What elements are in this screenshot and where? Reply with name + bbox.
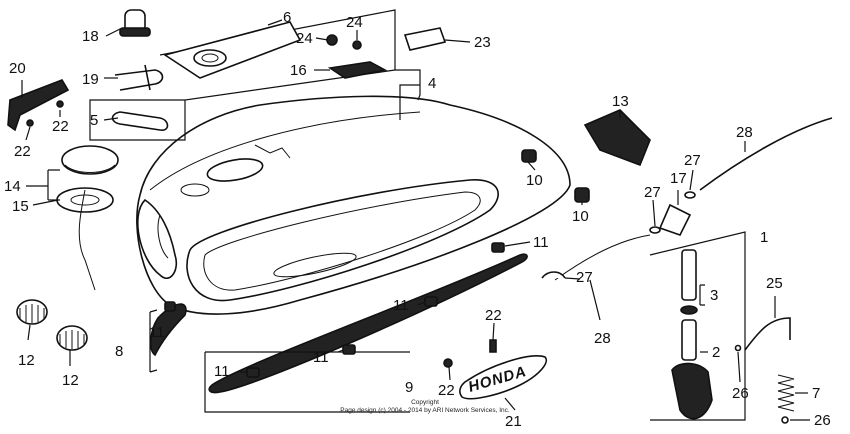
leader-4 — [89, 9, 421, 141]
mount-bracket — [7, 79, 70, 132]
grommet-11-c — [342, 344, 356, 355]
cushion-10-b — [574, 187, 590, 203]
decal-sheet — [403, 27, 447, 51]
leader-4b — [399, 84, 421, 120]
label-22-c: 22 — [485, 307, 502, 324]
clip-27-b — [649, 226, 661, 234]
label-11-b: 11 — [393, 297, 409, 314]
leader-lines — [21, 19, 810, 421]
label-1: 1 — [760, 229, 768, 246]
knee-trim-left — [149, 303, 187, 373]
filler-cap — [47, 145, 119, 291]
cushion-10-a — [521, 149, 537, 163]
copyright-line-1: Copyright — [411, 399, 439, 406]
part-labels: 18 6 24 24 23 16 4 20 19 22 5 22 14 15 1… — [4, 9, 831, 430]
label-19: 19 — [82, 71, 99, 88]
label-24-b: 24 — [296, 30, 313, 47]
label-11-e: 11 — [149, 324, 165, 341]
honda-emblem: HONDA — [459, 355, 547, 400]
cushion-12-a — [16, 299, 48, 325]
bolt-22-d — [443, 358, 453, 368]
label-10-a: 10 — [526, 172, 543, 189]
label-6: 6 — [283, 9, 291, 26]
nut-24-b — [352, 40, 362, 50]
label-12-a: 12 — [18, 352, 35, 369]
label-15: 15 — [12, 198, 29, 215]
label-13: 13 — [612, 93, 629, 110]
fuel-tank — [136, 95, 571, 315]
label-22-b: 22 — [14, 143, 31, 160]
label-20: 20 — [9, 60, 26, 77]
label-27-c: 27 — [576, 269, 593, 286]
bolt-22-b — [26, 119, 34, 127]
grommet-11-a — [491, 242, 505, 253]
clip-26-a — [734, 344, 742, 352]
label-26-b: 26 — [814, 412, 831, 429]
label-22-d: 22 — [438, 382, 455, 399]
spring — [777, 374, 795, 412]
label-11-a: 11 — [533, 234, 549, 251]
fuel-tube-28-b — [554, 234, 651, 281]
label-5: 5 — [90, 112, 98, 129]
label-11-c: 11 — [313, 349, 329, 366]
label-12-b: 12 — [62, 372, 79, 389]
label-26-a: 26 — [732, 385, 749, 402]
grommet-11-e — [164, 301, 176, 312]
label-7: 7 — [812, 385, 820, 402]
copyright-line-2: Page design (c) 2004 - 2014 by ARI Netwo… — [340, 407, 510, 414]
label-28-a: 28 — [736, 124, 753, 141]
clip-26-b — [781, 416, 789, 424]
label-11-d: 11 — [214, 363, 230, 380]
label-16: 16 — [290, 62, 307, 79]
label-22-a: 22 — [52, 118, 69, 135]
label-10-b: 10 — [572, 208, 589, 225]
label-18: 18 — [82, 28, 99, 45]
grommet-11-b — [424, 296, 438, 307]
label-3: 3 — [710, 287, 718, 304]
label-17: 17 — [670, 170, 687, 187]
label-9: 9 — [405, 379, 413, 396]
key — [111, 111, 169, 131]
tank-band — [327, 61, 388, 79]
bolt-22-c — [489, 339, 497, 353]
label-27-a: 27 — [684, 152, 701, 169]
label-24-a: 24 — [346, 14, 363, 31]
joint-17 — [658, 203, 692, 236]
fuel-tube-28-a — [699, 117, 833, 191]
grommet-11-d — [246, 367, 260, 378]
breather-tube — [744, 317, 791, 351]
label-8: 8 — [115, 343, 123, 360]
label-27-b: 27 — [644, 184, 661, 201]
clip-27-a — [684, 191, 696, 199]
knee-trim-right — [204, 253, 528, 413]
cushion-12-b — [56, 325, 88, 351]
cap-nut — [119, 9, 151, 37]
label-2: 2 — [712, 344, 720, 361]
label-4: 4 — [428, 75, 436, 92]
mount-rubber — [583, 109, 651, 167]
bolt-22-a — [56, 100, 64, 108]
filler-cover-plate — [163, 21, 302, 79]
clip — [114, 64, 164, 91]
fuel-cock — [649, 231, 746, 421]
label-28-b: 28 — [594, 330, 611, 347]
label-21: 21 — [505, 413, 522, 430]
label-25: 25 — [766, 275, 783, 292]
clip-27-c — [541, 271, 566, 279]
nut-24-a — [326, 34, 338, 46]
label-23: 23 — [474, 34, 491, 51]
label-14: 14 — [4, 178, 21, 195]
